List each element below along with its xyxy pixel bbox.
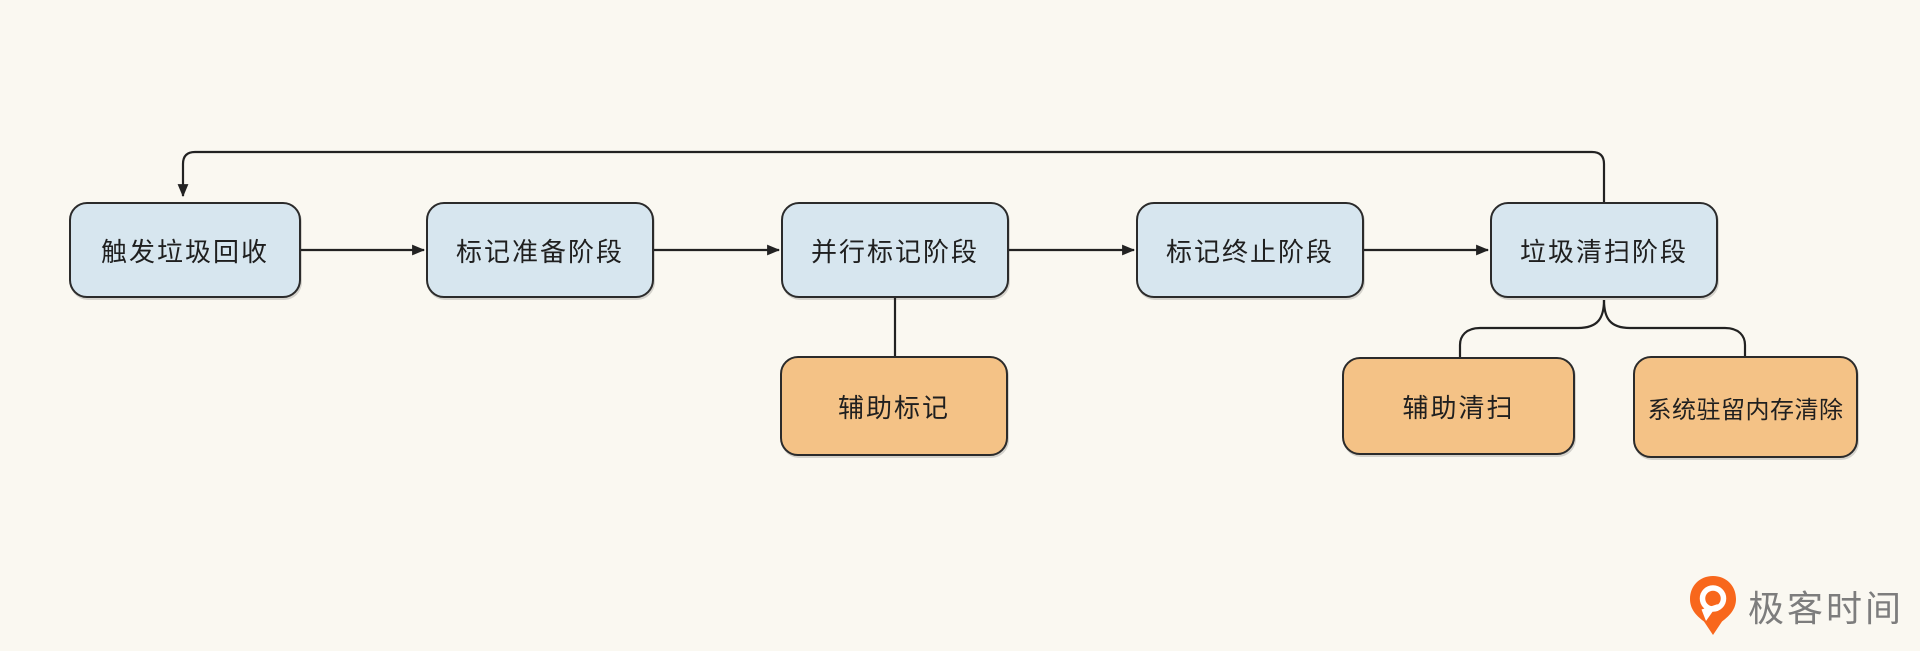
node-trigger-gc: 触发垃圾回收	[69, 202, 301, 298]
node-parallel-mark-label: 并行标记阶段	[810, 236, 979, 267]
node-mark-prepare: 标记准备阶段	[426, 202, 654, 298]
node-assist-sweep: 辅助清扫	[1342, 357, 1575, 455]
node-system-memory-release: 系统驻留内存清除	[1633, 356, 1858, 458]
edge-sweep-to-assistsweep	[1458, 299, 1606, 358]
node-mark-termination: 标记终止阶段	[1136, 202, 1364, 298]
node-assist-mark-label: 辅助标记	[837, 392, 950, 423]
node-garbage-sweep: 垃圾清扫阶段	[1490, 202, 1718, 298]
node-mark-prepare-label: 标记准备阶段	[455, 236, 624, 267]
node-garbage-sweep-label: 垃圾清扫阶段	[1519, 236, 1688, 267]
edge-sweep-loopback-to-trigger	[177, 150, 1606, 202]
edge-sweep-to-sysmem	[1602, 299, 1747, 358]
node-mark-termination-label: 标记终止阶段	[1165, 236, 1334, 267]
brand-name: 极客时间	[1747, 588, 1904, 629]
node-trigger-gc-label: 触发垃圾回收	[100, 236, 269, 267]
geektime-pin-icon	[1689, 576, 1736, 635]
node-assist-sweep-label: 辅助清扫	[1402, 392, 1515, 423]
brand-watermark: 极客时间	[1688, 575, 1904, 637]
node-system-memory-release-label: 系统驻留内存清除	[1647, 396, 1844, 424]
node-parallel-mark: 并行标记阶段	[781, 202, 1009, 298]
node-assist-mark: 辅助标记	[780, 356, 1008, 456]
